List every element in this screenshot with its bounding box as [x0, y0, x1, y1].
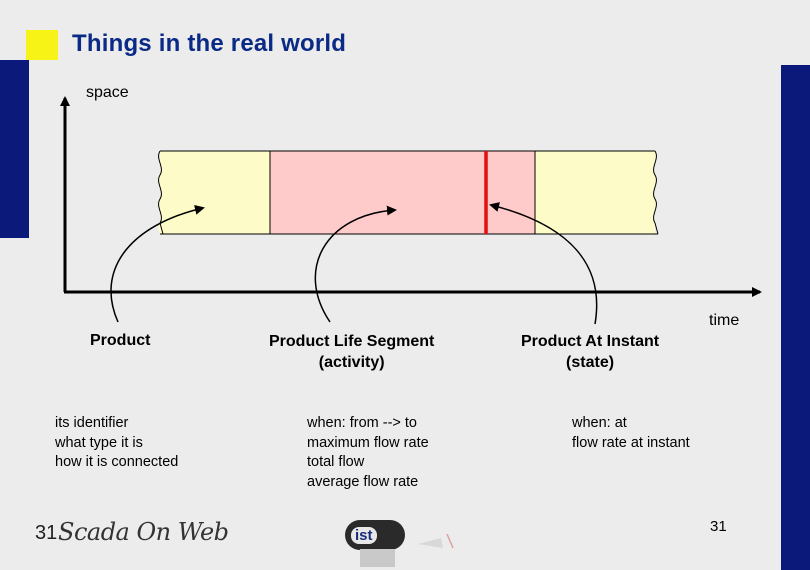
- left-accent-bar: [0, 60, 29, 238]
- property-item: average flow rate: [307, 473, 419, 490]
- right-accent-bar: [781, 65, 810, 570]
- ist-logo-text: ist: [351, 526, 377, 544]
- instant-name: Product At Instant: [521, 333, 660, 350]
- footer-decorative-mark: [418, 533, 454, 549]
- instant-label: Product At Instant (state): [521, 331, 659, 373]
- product-properties: its identifier what type it is how it is…: [55, 414, 178, 473]
- x-axis-label: time: [709, 312, 740, 329]
- property-item: what type it is: [55, 434, 143, 451]
- instant-subtitle: (state): [566, 354, 615, 371]
- band-left-wavy-edge: [158, 150, 164, 235]
- title-bullet-square: [26, 30, 58, 60]
- life-segment-subtitle: (activity): [318, 354, 385, 371]
- ist-logo-subtext: [360, 549, 395, 567]
- property-item: total flow: [307, 454, 365, 470]
- life-segment-label: Product Life Segment (activity): [269, 331, 434, 373]
- product-name: Product: [90, 332, 151, 349]
- life-segment-properties: when: from --> to maximum flow rate tota…: [307, 414, 429, 492]
- scada-on-web-logo: Scada On Web: [58, 518, 229, 546]
- slide-number: 31: [710, 518, 727, 535]
- property-item: its identifier: [55, 415, 129, 431]
- y-axis-label: space: [86, 84, 129, 101]
- property-item: how it is connected: [55, 454, 179, 470]
- instant-arrow: [489, 202, 598, 325]
- band-right-wavy-edge: [653, 150, 659, 235]
- slide-number-overlay: 31: [35, 522, 58, 544]
- property-item: when: from --> to: [307, 415, 417, 431]
- product-arrow: [110, 204, 205, 323]
- life-segment-rect: [269, 150, 536, 235]
- property-item: flow rate at instant: [572, 434, 690, 451]
- ist-logo: ist: [345, 520, 405, 550]
- property-item: maximum flow rate: [307, 434, 429, 451]
- life-segment-name: Product Life Segment: [269, 333, 435, 350]
- instant-properties: when: at flow rate at instant: [572, 414, 690, 453]
- product-label: Product: [90, 330, 150, 351]
- life-segment-arrow: [314, 205, 397, 323]
- property-item: when: at: [572, 415, 627, 431]
- slide-title: Things in the real world: [72, 30, 347, 57]
